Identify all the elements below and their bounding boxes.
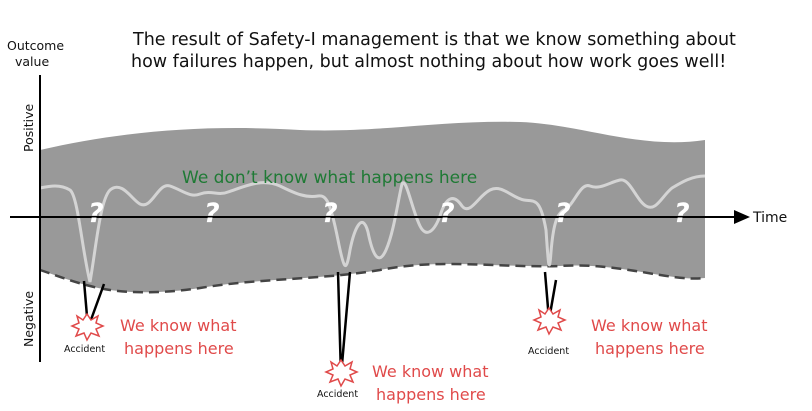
accident-3: Accident We know what happens here bbox=[528, 271, 707, 358]
failure-threshold-line bbox=[39, 262, 706, 294]
unknown-region-label: We don’t know what happens here bbox=[182, 168, 477, 188]
known-text-3-line2: happens here bbox=[595, 339, 705, 358]
accident-spike-2 bbox=[336, 271, 352, 377]
question-mark-6: ? bbox=[674, 198, 690, 229]
known-text-2-line1: We know what bbox=[372, 362, 488, 381]
y-axis-title-line1: Outcome bbox=[7, 38, 64, 53]
y-axis-title-line2: value bbox=[15, 54, 49, 69]
performance-band bbox=[40, 121, 705, 293]
question-mark-2: ? bbox=[204, 198, 220, 229]
time-label: Time bbox=[752, 210, 787, 226]
accident-label-3: Accident bbox=[528, 346, 569, 357]
question-mark-5: ? bbox=[555, 198, 571, 229]
accident-label-1: Accident bbox=[64, 344, 105, 355]
accident-burst-icon bbox=[70, 312, 105, 342]
accident-1: Accident We know what happens here bbox=[64, 280, 236, 358]
known-text-2-line2: happens here bbox=[376, 385, 486, 404]
known-text-1-line2: happens here bbox=[124, 339, 234, 358]
performance-signal bbox=[39, 174, 706, 283]
question-mark-3: ? bbox=[322, 198, 338, 229]
title-line-2: how failures happen, but almost nothing … bbox=[131, 52, 726, 72]
accident-burst-icon bbox=[532, 306, 567, 336]
accident-burst-icon bbox=[324, 358, 359, 388]
question-mark-1: ? bbox=[88, 198, 104, 229]
known-text-1-line1: We know what bbox=[120, 316, 236, 335]
title-line-1: The result of Safety-I management is tha… bbox=[132, 30, 736, 50]
question-mark-4: ? bbox=[439, 198, 455, 229]
x-axis-arrowhead bbox=[734, 210, 750, 224]
known-text-3-line1: We know what bbox=[591, 316, 707, 335]
positive-label: Positive bbox=[21, 104, 36, 152]
accident-label-2: Accident bbox=[317, 389, 358, 400]
negative-label: Negative bbox=[21, 291, 36, 347]
accident-2: Accident We know what happens here bbox=[317, 271, 488, 404]
